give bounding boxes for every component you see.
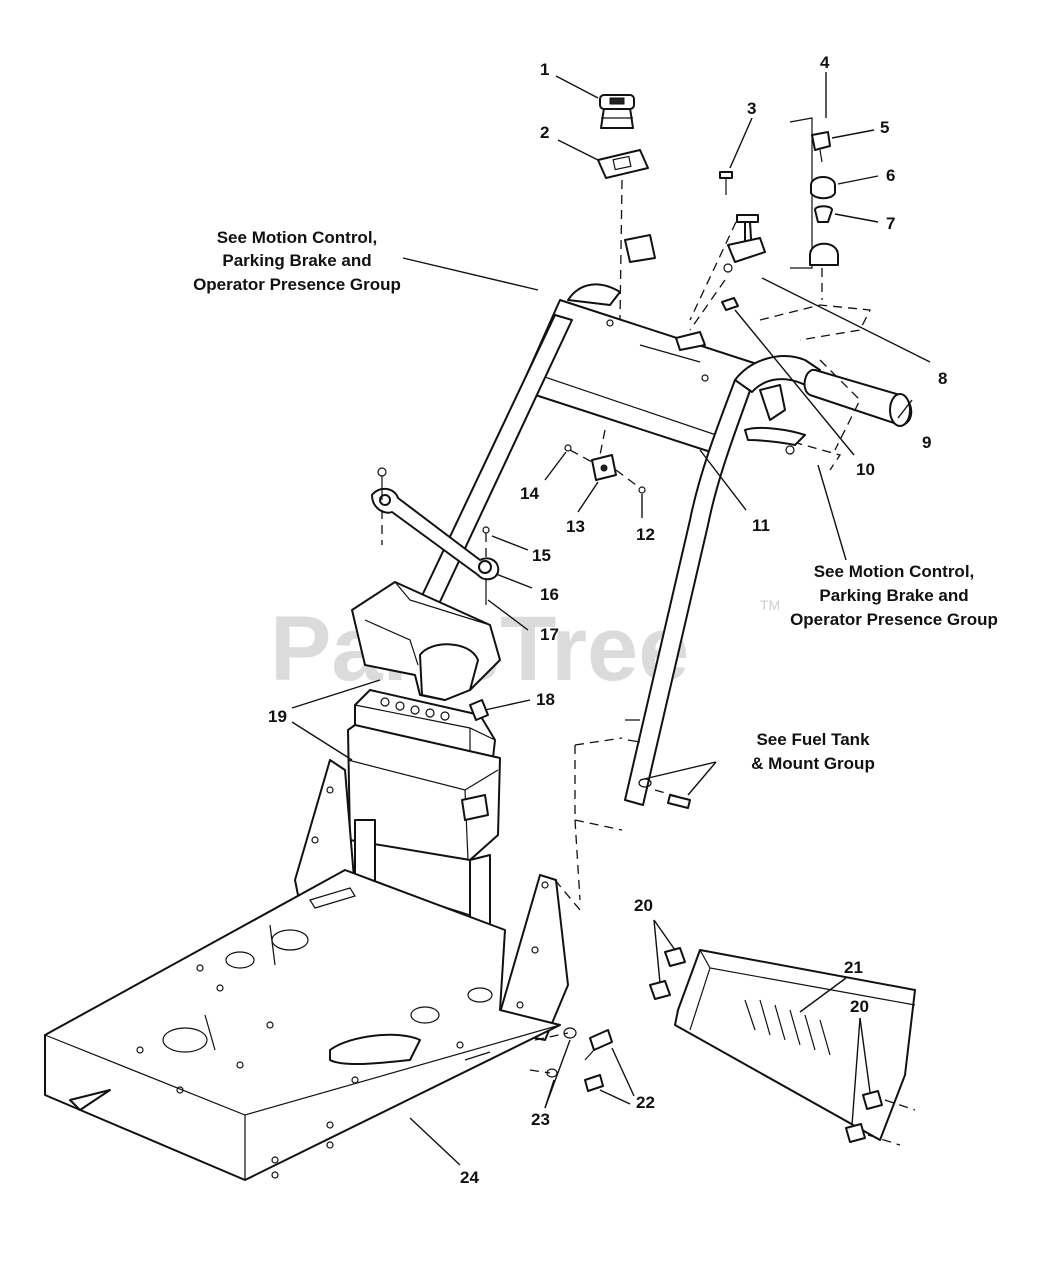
callout-2: 2 xyxy=(540,123,549,142)
callout-18: 18 xyxy=(536,690,555,709)
bumpers xyxy=(649,947,916,1146)
fuel-mount-phantom xyxy=(574,737,691,901)
watermark-trademark: TM xyxy=(760,597,780,613)
note-motion-right-line3: Operator Presence Group xyxy=(790,610,998,629)
battery-cover xyxy=(351,581,501,701)
note-motion-top-line1: See Motion Control, xyxy=(217,228,378,247)
callout-24: 24 xyxy=(460,1168,479,1187)
callout-17: 17 xyxy=(540,625,559,644)
callout-13: 13 xyxy=(566,517,585,536)
callout-12: 12 xyxy=(636,525,655,544)
control-lever xyxy=(675,214,766,351)
note-fuel-tank: See Fuel Tank & Mount Group xyxy=(751,730,875,773)
callout-6: 6 xyxy=(886,166,895,185)
note-motion-right-line2: Parking Brake and xyxy=(819,586,968,605)
callout-7: 7 xyxy=(886,214,895,233)
callout-9: 9 xyxy=(922,433,931,452)
callout-1: 1 xyxy=(540,60,549,79)
callout-16: 16 xyxy=(540,585,559,604)
callout-22: 22 xyxy=(636,1093,655,1112)
small-bracket-group xyxy=(564,429,646,494)
right-side-plate xyxy=(494,874,581,1041)
callout-21: 21 xyxy=(844,958,863,977)
battery-tray xyxy=(347,724,501,861)
leader-lines xyxy=(291,72,931,1166)
switch-dash-line xyxy=(619,179,623,321)
deck-base xyxy=(44,869,561,1181)
callout-20-left: 20 xyxy=(634,896,653,915)
battery-hold-down xyxy=(371,467,500,605)
callout-11: 11 xyxy=(752,516,770,535)
switch-plate xyxy=(597,149,649,179)
nut-10 xyxy=(721,297,739,311)
mounting-hardware xyxy=(529,1027,613,1092)
callout-4: 4 xyxy=(820,53,830,72)
callout-5: 5 xyxy=(880,118,889,137)
foot-plate xyxy=(674,949,916,1141)
callout-23: 23 xyxy=(531,1110,550,1129)
screw xyxy=(719,171,733,195)
note-motion-top-line2: Parking Brake and xyxy=(222,251,371,270)
switch-phantom xyxy=(624,234,656,263)
key-switch xyxy=(599,94,635,129)
callout-8: 8 xyxy=(938,369,947,388)
note-fuel-line2: & Mount Group xyxy=(751,754,875,773)
note-motion-control-right: See Motion Control, Parking Brake and Op… xyxy=(790,562,998,629)
note-motion-top-line3: Operator Presence Group xyxy=(193,275,401,294)
handle-frame xyxy=(419,283,821,806)
callout-3: 3 xyxy=(747,99,756,118)
callout-19: 19 xyxy=(268,707,287,726)
callout-15: 15 xyxy=(532,546,551,565)
callout-10: 10 xyxy=(856,460,875,479)
callout-14: 14 xyxy=(520,484,539,503)
knob-assembly xyxy=(789,117,839,300)
callout-labels: 1 2 3 4 5 6 7 8 9 10 11 12 13 14 15 16 1… xyxy=(268,53,947,1187)
note-motion-right-line1: See Motion Control, xyxy=(814,562,975,581)
note-motion-control-top: See Motion Control, Parking Brake and Op… xyxy=(193,228,401,294)
brake-bracket-phantom xyxy=(744,304,872,471)
note-fuel-line1: See Fuel Tank xyxy=(756,730,870,749)
callout-20-right: 20 xyxy=(850,997,869,1016)
